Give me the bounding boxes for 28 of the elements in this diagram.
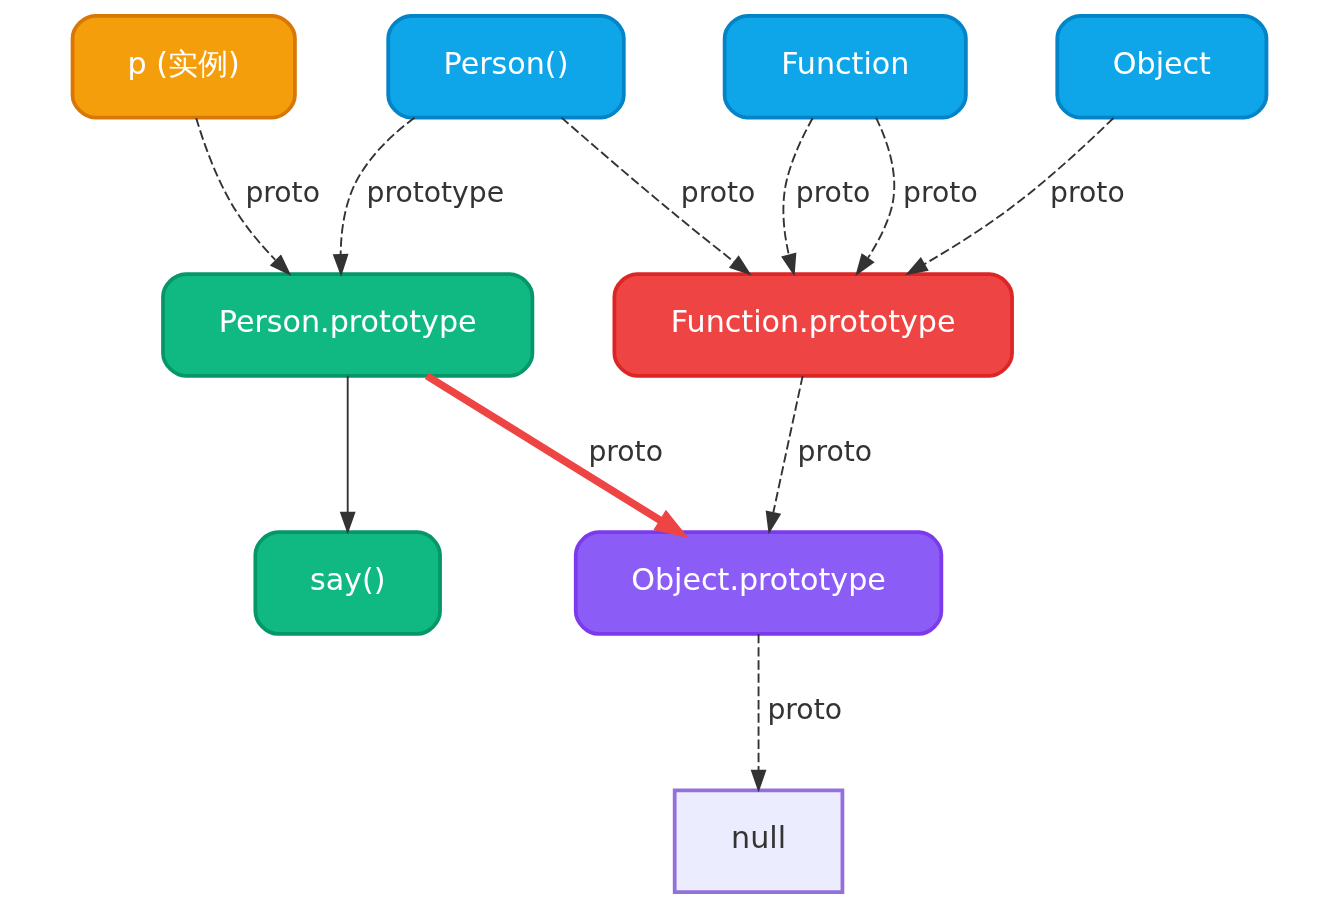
node-box: Object [1054, 13, 1268, 120]
edge-label: proto [680, 176, 755, 210]
edge-label: proto [797, 434, 872, 468]
edge-label: proto [795, 176, 870, 210]
arrow [424, 372, 689, 538]
node-box: Function.prototype [612, 272, 1014, 378]
edge-label: proto [1049, 176, 1125, 210]
arrow [560, 116, 752, 276]
edge-label: prototype [365, 176, 504, 210]
arrow [339, 374, 356, 535]
node-box: Person.prototype [160, 272, 534, 378]
arrow [332, 116, 415, 277]
node-box: Function [722, 13, 968, 120]
arrow [765, 374, 804, 535]
edge-label: proto [244, 176, 320, 210]
edge-label: proto [587, 434, 663, 468]
edge-label: proto [902, 176, 978, 210]
node-box: Object.prototype [573, 530, 943, 636]
arrow [904, 117, 1114, 276]
arrow [780, 117, 814, 277]
node-box: p (实例) [70, 13, 297, 120]
node-box: say() [252, 530, 442, 636]
arrow [854, 116, 895, 277]
node-box: null [672, 788, 844, 895]
arrow [194, 117, 291, 276]
edge-label: proto [766, 692, 842, 726]
arrow [750, 633, 766, 793]
node-box: Person() [385, 13, 626, 120]
